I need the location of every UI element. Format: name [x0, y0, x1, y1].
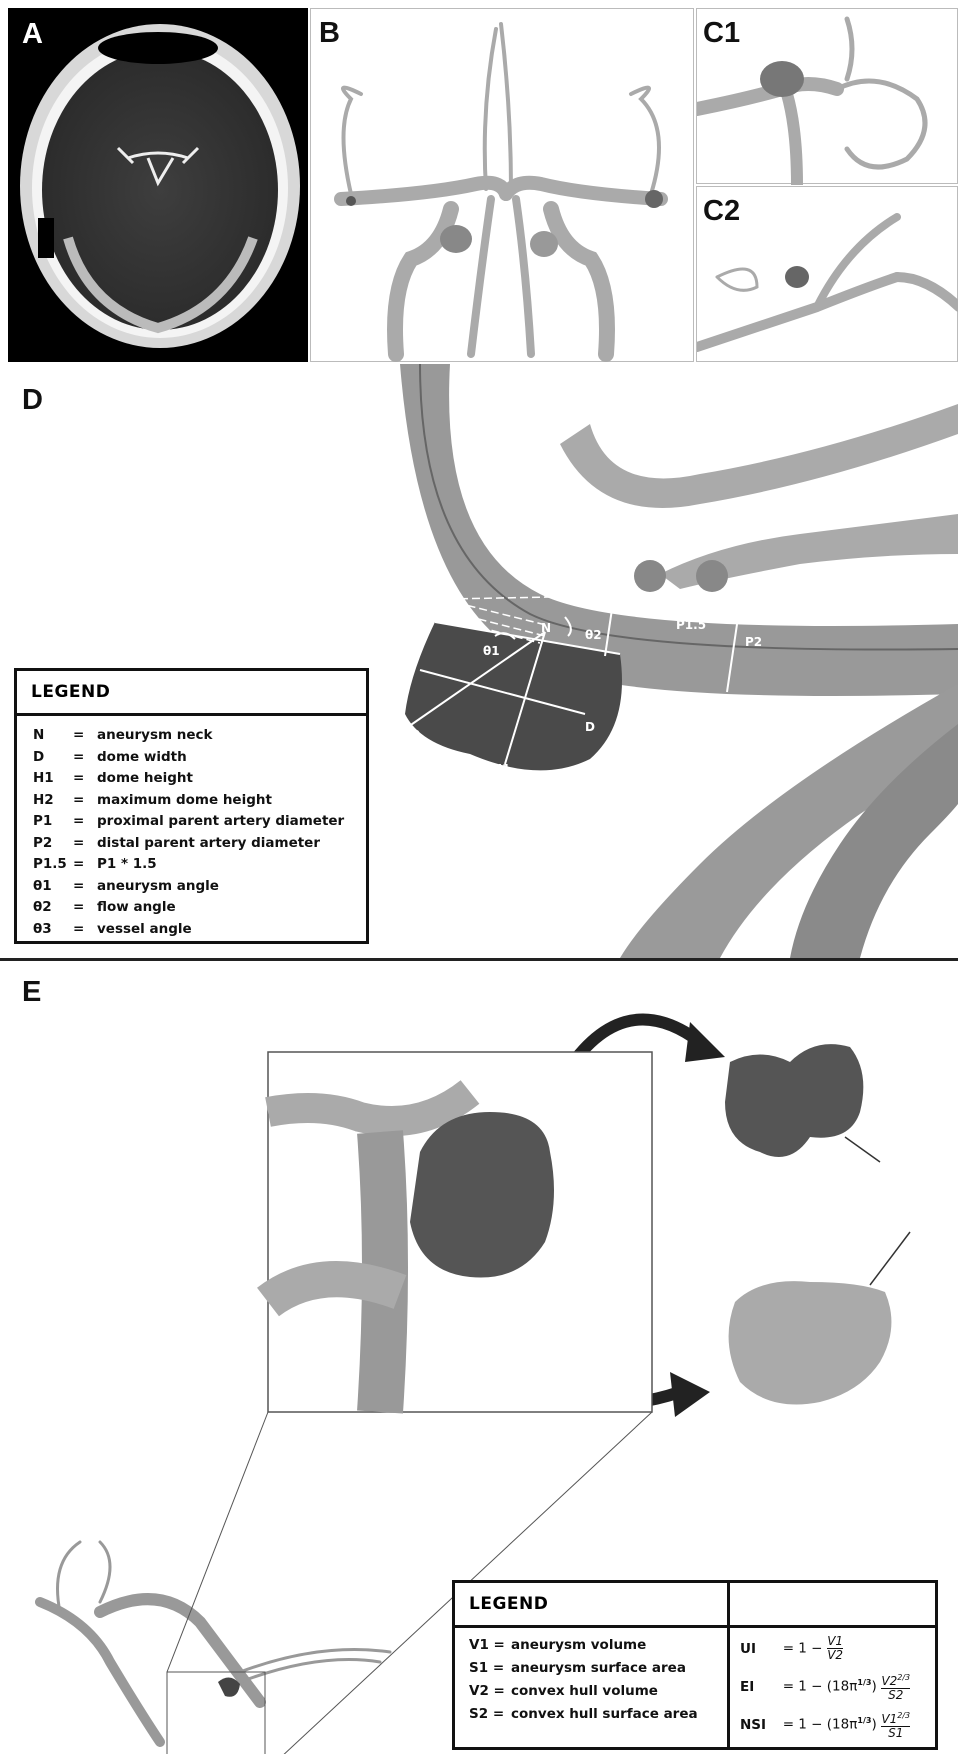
legend-d-symbol: P2	[33, 835, 52, 851]
legend-d-description: aneurysm angle	[97, 878, 219, 894]
ui-label: UI	[740, 1641, 778, 1657]
p1-label: P1	[608, 600, 625, 614]
legend-d-symbol: θ1	[33, 878, 52, 894]
legend-d-description: flow angle	[97, 899, 176, 915]
legend-e-symbol: V2 =	[469, 1683, 505, 1699]
v1-label: V1	[805, 1228, 827, 1246]
s1-label: S1	[918, 1295, 939, 1313]
ei-den: S2	[881, 1689, 910, 1702]
theta1-label: θ1	[483, 644, 500, 658]
legend-d-equals: =	[73, 792, 84, 808]
nsi-label: NSI	[740, 1717, 778, 1733]
nsi-num: V1	[881, 1712, 897, 1726]
panel-c2: C2	[696, 186, 958, 362]
legend-d-equals: =	[73, 878, 84, 894]
h2-label: H2	[402, 728, 420, 742]
legend-d-description: P1 * 1.5	[97, 856, 157, 872]
v2-label: V2	[808, 1467, 830, 1485]
legend-e-description: convex hull surface area	[511, 1706, 698, 1722]
ui-num: V1	[827, 1635, 843, 1649]
n-label: N	[541, 621, 551, 635]
d-label: D	[585, 720, 595, 734]
divider	[0, 958, 958, 961]
panel-b-label: B	[319, 19, 340, 48]
theta2-label: θ2	[585, 628, 602, 642]
legend-d-description: maximum dome height	[97, 792, 272, 808]
ei-prefix: = 1 − (18π	[783, 1679, 858, 1695]
legend-e-description: aneurysm surface area	[511, 1660, 686, 1676]
panel-a-label: A	[22, 20, 43, 49]
legend-d-symbol: θ2	[33, 899, 52, 915]
legend-d-symbol: P1.5	[33, 856, 67, 872]
panel-c1: C1	[696, 8, 958, 184]
legend-d-equals: =	[73, 921, 84, 937]
panel-a: A	[8, 8, 308, 362]
panel-e-label: E	[22, 978, 41, 1007]
nsi-exp: 1/3	[857, 1716, 871, 1725]
p2-label: P2	[745, 635, 762, 649]
legend-d-equals: =	[73, 770, 84, 786]
panel-d: D θ3 N θ2 θ1 P1 P1.5 P2 H2 H1 D LEGEND N…	[0, 364, 958, 958]
vessel-tree-3d	[311, 9, 695, 363]
legend-d-description: dome width	[97, 749, 187, 765]
ei-numexp: 2/3	[897, 1673, 910, 1682]
ei-num: V2	[881, 1674, 897, 1688]
legend-d-equals: =	[73, 835, 84, 851]
legend-d-symbol: D	[33, 749, 44, 765]
legend-d-symbol: H2	[33, 792, 54, 808]
legend-e-symbol: S1 =	[469, 1660, 504, 1676]
p15-label: P1.5	[676, 618, 706, 632]
nsi-numexp: 2/3	[897, 1711, 910, 1720]
panel-b: B	[310, 8, 694, 362]
legend-e: LEGEND V1 = aneurysm volume S1 = aneurysm s…	[452, 1580, 938, 1750]
ui-den: V2	[827, 1649, 843, 1662]
legend-d-symbol: N	[33, 727, 44, 743]
legend-d-description: aneurysm neck	[97, 727, 213, 743]
ei-label: EI	[740, 1679, 778, 1695]
legend-d-description: dome height	[97, 770, 193, 786]
s2-label: S2	[918, 1350, 939, 1368]
legend-e-description: aneurysm volume	[511, 1637, 646, 1653]
legend-e-symbol: V1 =	[469, 1637, 505, 1653]
legend-d-symbol: θ3	[33, 921, 52, 937]
h1-label: H1	[492, 762, 510, 776]
legend-d-description: proximal parent artery diameter	[97, 813, 344, 829]
legend-d-title: LEGEND	[17, 671, 366, 716]
ui-prefix: = 1 −	[783, 1641, 823, 1657]
legend-e-separator	[727, 1583, 730, 1747]
legend-d-symbol: P1	[33, 813, 52, 829]
nsi-prefix: = 1 − (18π	[783, 1717, 858, 1733]
theta3-label: θ3	[426, 590, 443, 604]
ei-exp: 1/3	[857, 1678, 871, 1687]
panel-c2-label: C2	[703, 197, 740, 226]
legend-d-equals: =	[73, 813, 84, 829]
nsi-mid: )	[871, 1717, 876, 1733]
legend-d-symbol: H1	[33, 770, 54, 786]
legend-e-description: convex hull volume	[511, 1683, 658, 1699]
legend-d-description: distal parent artery diameter	[97, 835, 320, 851]
legend-d-equals: =	[73, 856, 84, 872]
panel-d-label: D	[22, 386, 43, 415]
legend-d-equals: =	[73, 727, 84, 743]
legend-d-equals: =	[73, 749, 84, 765]
legend-e-title: LEGEND	[455, 1583, 935, 1628]
panel-c1-label: C1	[703, 19, 740, 48]
panel-e: E V1 S1 S2 V2 LEGEND V1 = aneurysm volume…	[0, 962, 958, 1754]
nsi-den: S1	[881, 1727, 910, 1740]
legend-d-equals: =	[73, 899, 84, 915]
legend-d-description: vessel angle	[97, 921, 192, 937]
ct-scan-image	[8, 8, 308, 362]
legend-e-symbol: S2 =	[469, 1706, 504, 1722]
ei-mid: )	[871, 1679, 876, 1695]
